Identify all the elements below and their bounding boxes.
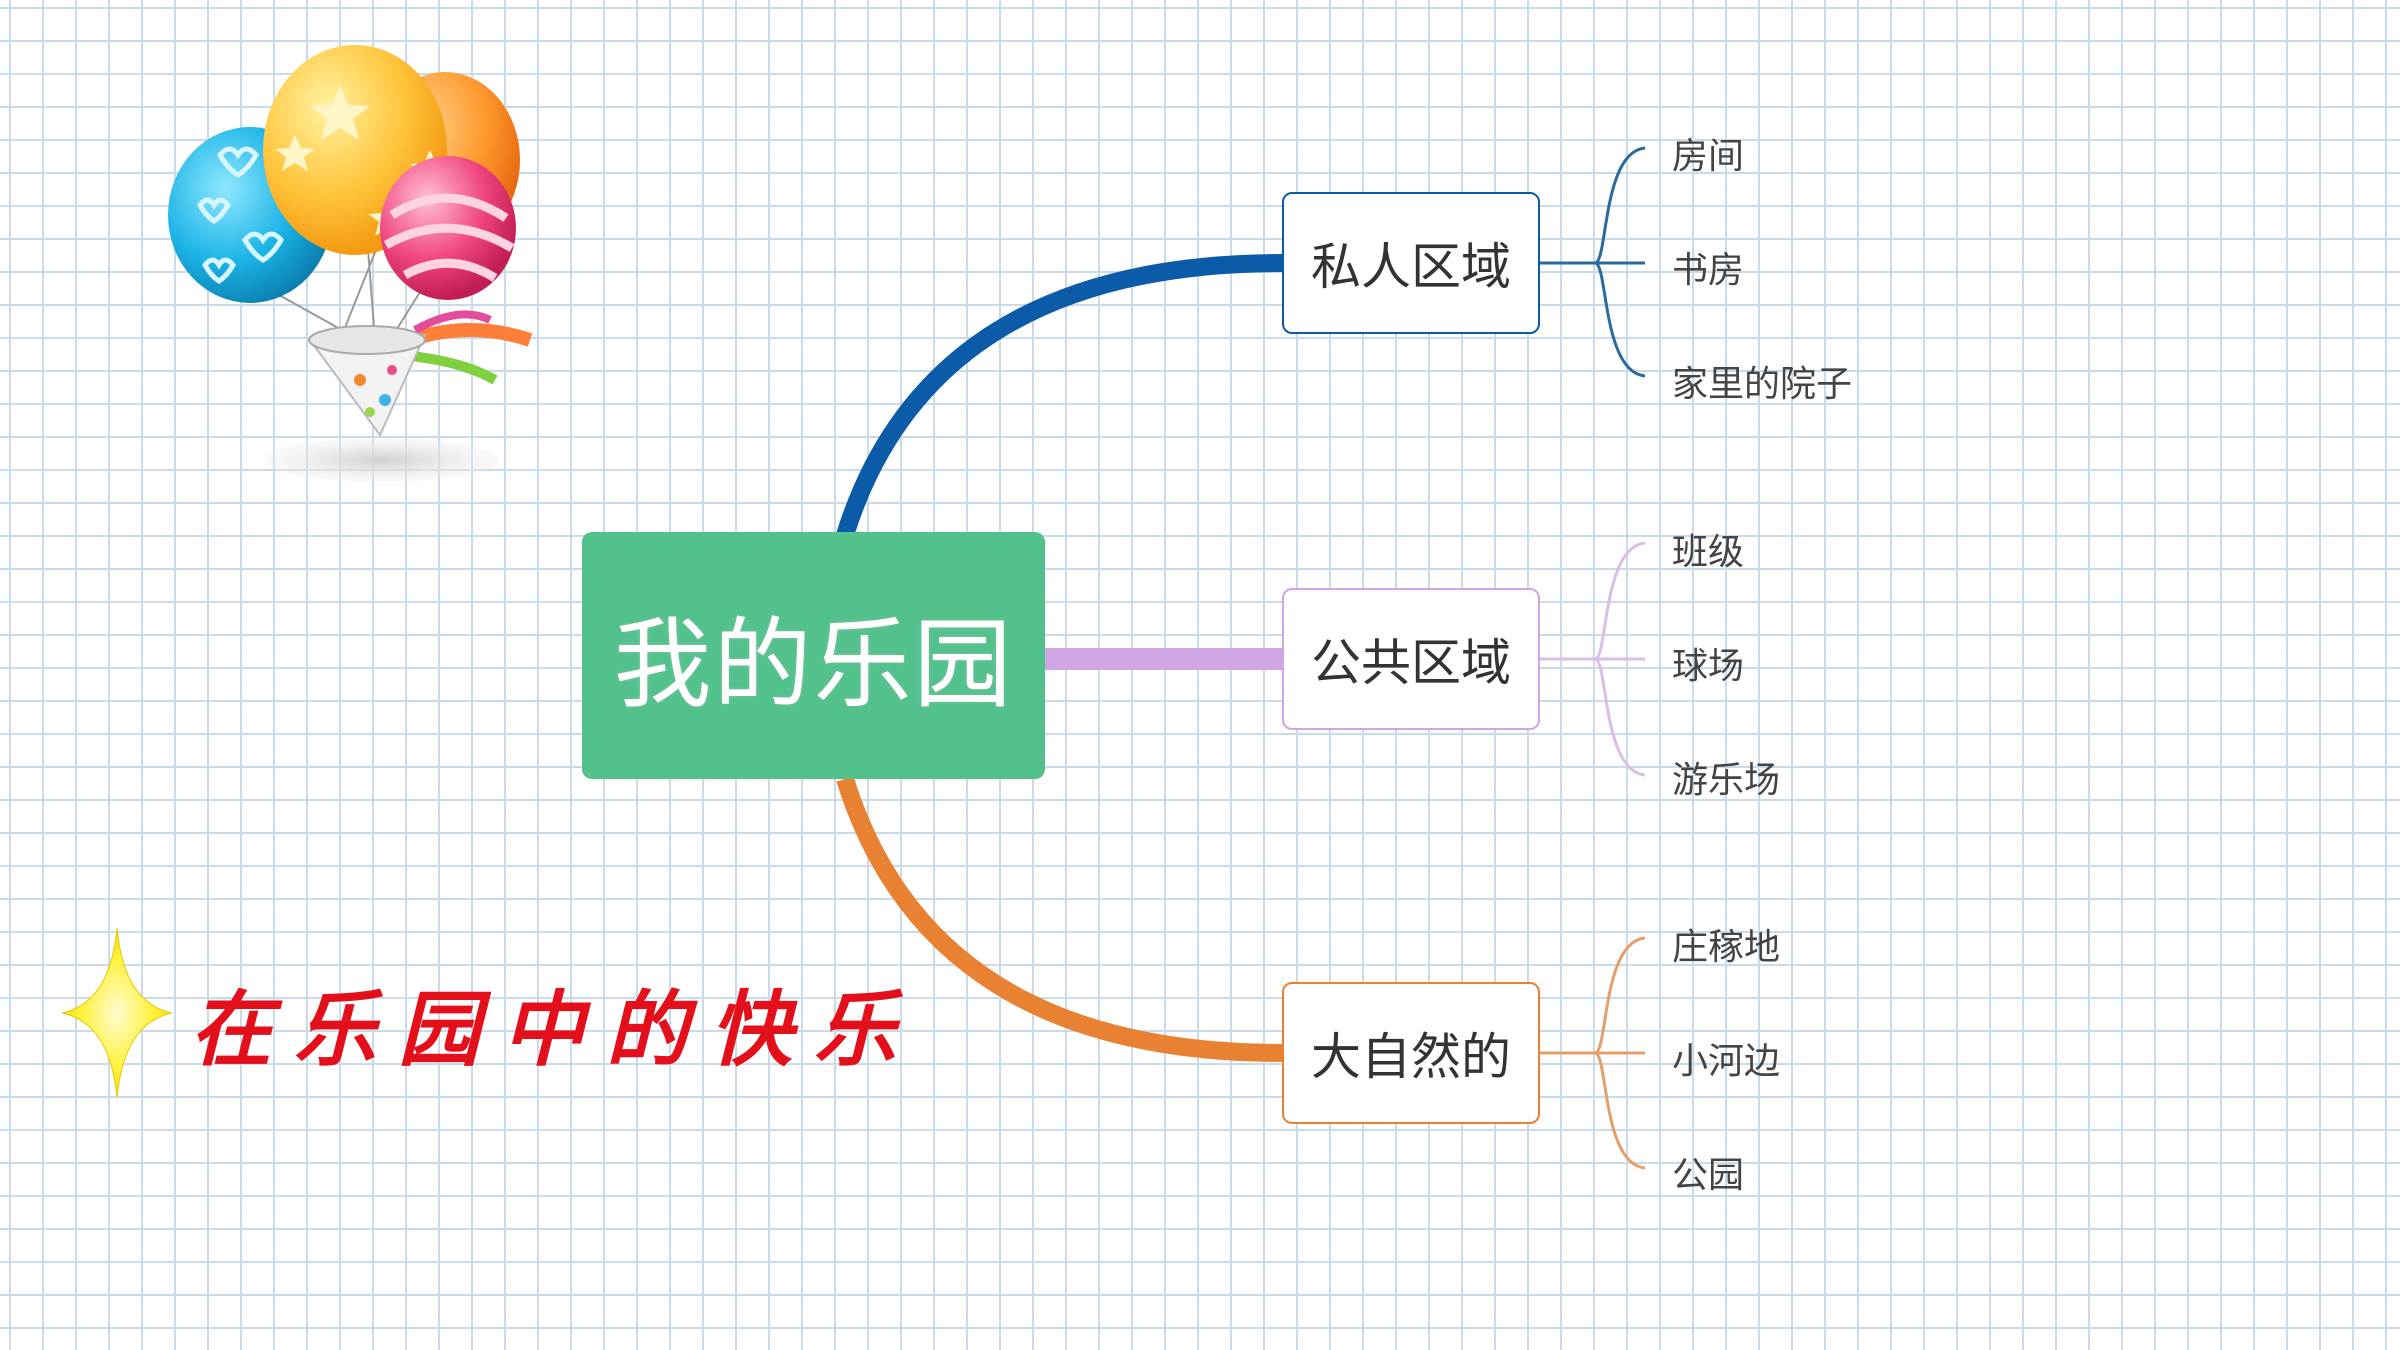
bracket-nature	[1540, 936, 1646, 1170]
connector-nature	[836, 776, 1283, 1062]
connector-private	[836, 254, 1283, 538]
leaf-topic[interactable]: 小河边	[1672, 1041, 1781, 1082]
branch-label-nature: 大自然的	[1311, 1028, 1511, 1086]
leaf-topic[interactable]: 游乐场	[1672, 760, 1781, 801]
branch-label-private: 私人区域	[1311, 238, 1511, 296]
leaf-topic[interactable]: 书房	[1672, 250, 1745, 291]
leaf-topic[interactable]: 房间	[1672, 136, 1745, 177]
leaf-topic[interactable]: 公园	[1672, 1155, 1745, 1196]
branch-node-public[interactable]: 公共区域	[1282, 588, 1540, 730]
branch-node-private[interactable]: 私人区域	[1282, 192, 1540, 334]
branch-node-nature[interactable]: 大自然的	[1282, 982, 1540, 1124]
bracket-private	[1540, 146, 1646, 378]
leaf-topic[interactable]: 班级	[1672, 532, 1745, 573]
sparkle-star-icon	[62, 928, 172, 1098]
bracket-public	[1540, 541, 1646, 777]
balloon-bouquet-icon	[168, 45, 533, 482]
central-topic-label: 我的乐园	[613, 607, 1014, 722]
banner-text: 在乐园中的快乐	[190, 982, 918, 1078]
central-topic[interactable]: 我的乐园	[582, 532, 1045, 779]
leaf-topic[interactable]: 家里的院子	[1672, 364, 1853, 405]
leaf-topic[interactable]: 庄稼地	[1672, 927, 1781, 968]
leaf-topic[interactable]: 球场	[1672, 646, 1745, 687]
branch-label-public: 公共区域	[1311, 634, 1511, 692]
